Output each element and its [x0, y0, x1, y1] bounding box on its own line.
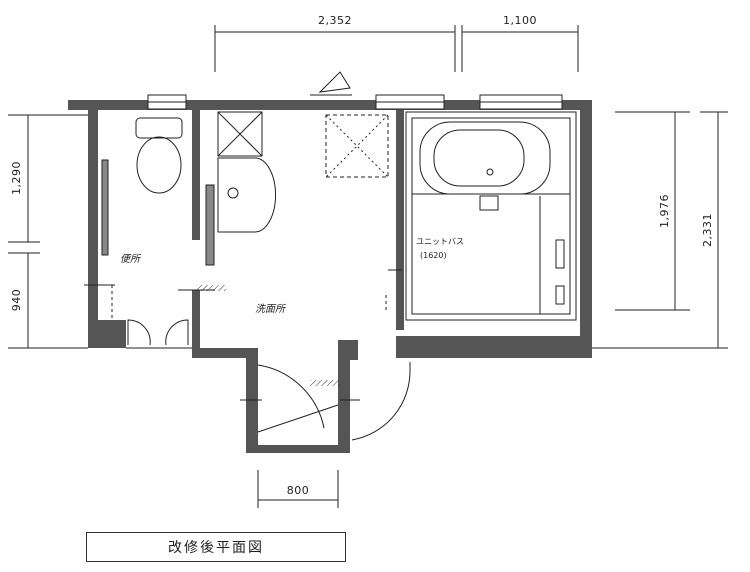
dim-right-inner: 1,976 — [658, 194, 671, 228]
dim-left-upper: 1,290 — [10, 161, 23, 195]
unit-bath — [405, 111, 577, 321]
room-label-unit-bath: ユニットバス — [416, 237, 464, 246]
washbasin — [217, 157, 277, 233]
room-label-unit-bath-size: (1620) — [420, 251, 447, 260]
toilet-room — [101, 117, 183, 320]
dim-left-lower: 940 — [10, 289, 23, 312]
dimension-lines — [8, 25, 728, 508]
toilet-doors — [126, 319, 192, 349]
entrance-door — [257, 362, 411, 441]
dim-right-outer: 2,331 — [701, 213, 714, 247]
dim-door-width: 800 — [287, 484, 310, 497]
washroom — [84, 71, 402, 401]
drawing-caption: 改修後平面図 — [86, 532, 346, 562]
walls — [68, 100, 592, 453]
toilet-tank — [135, 117, 183, 139]
room-label-toilet: 便所 — [120, 253, 142, 265]
windows — [147, 94, 563, 110]
room-label-washroom: 洗面所 — [255, 303, 287, 315]
dim-top-width: 2,352 — [318, 14, 352, 27]
bathtub — [419, 121, 551, 195]
toilet-bowl — [136, 136, 182, 194]
dim-top-width-right: 1,100 — [503, 14, 537, 27]
